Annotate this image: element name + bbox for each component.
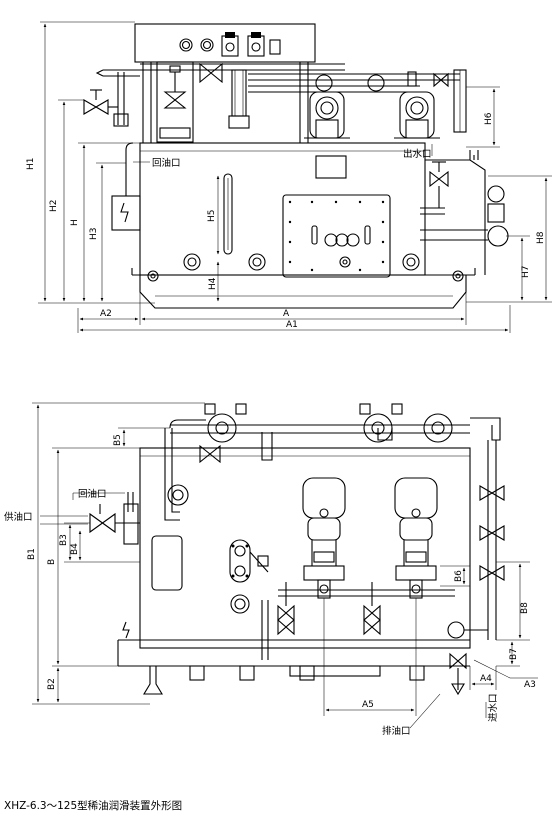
dim-H5: H5: [207, 210, 217, 223]
front-filter: [156, 61, 250, 143]
dim-B2: B2: [47, 678, 57, 690]
dim-B8: B8: [520, 602, 530, 614]
front-instrument-panel: [134, 23, 316, 143]
drawing-caption: XHZ-6.3～125型稀油润滑装置外形图: [4, 800, 183, 812]
dim-H6: H6: [484, 112, 494, 125]
dim-A5: A5: [362, 700, 374, 710]
dim-B5: B5: [113, 434, 123, 446]
dim-H3: H3: [89, 228, 99, 241]
top-cooler-column: [447, 440, 505, 696]
front-electric-box: [111, 142, 141, 231]
top-feet: [143, 665, 425, 695]
dim-B7: B7: [509, 648, 519, 660]
label-water-out: 出水口: [403, 148, 432, 160]
front-pump-motor-2: [394, 91, 440, 139]
dim-A3: A3: [524, 680, 536, 690]
dim-B: B: [47, 559, 57, 565]
dim-H: H: [70, 219, 80, 226]
label-supply-oil: 供油口: [4, 511, 33, 523]
top-instruments: [229, 539, 269, 614]
top-pump-motor-2: [394, 477, 438, 599]
front-oil-tank: [139, 142, 464, 282]
front-callouts: 回油口 出水口: [133, 144, 433, 169]
top-outlet-valves: [261, 582, 455, 660]
top-dimensions: B1 B B2 B3 B4 B5 B6: [27, 402, 538, 716]
front-pump-motor-1: [304, 91, 350, 139]
dim-H7: H7: [521, 266, 531, 279]
front-base-frame: [131, 268, 476, 309]
label-return-oil-front: 回油口: [152, 157, 181, 169]
dim-B6: B6: [454, 570, 464, 582]
dim-A: A: [283, 309, 290, 319]
front-view: 回油口 出水口 H1 H2 H H3 H4: [26, 21, 552, 333]
dim-H8: H8: [536, 231, 546, 244]
dim-H2: H2: [49, 200, 59, 213]
top-pump-motor-1: [302, 477, 346, 599]
label-return-oil-top: 回油口: [78, 488, 107, 500]
dim-B1: B1: [27, 548, 37, 560]
label-drain-oil: 排油口: [382, 725, 411, 737]
dim-B3: B3: [59, 534, 69, 546]
dim-B4: B4: [70, 543, 80, 555]
dim-A1: A1: [286, 320, 298, 330]
dim-H4: H4: [208, 277, 218, 290]
top-view: 供油口 回油口 排油口 进水口 B1 B B2: [4, 402, 538, 737]
dim-A2: A2: [100, 309, 112, 319]
top-supply-valve: [89, 484, 189, 545]
top-callouts: 供油口 回油口 排油口 进水口: [4, 488, 499, 737]
front-top-piping: [140, 62, 467, 133]
front-cooler-piping: [420, 150, 509, 275]
dim-H1: H1: [26, 158, 36, 171]
label-water-in: 进水口: [487, 693, 499, 722]
front-dimensions: H1 H2 H H3 H4 H5 H6: [26, 21, 552, 333]
dim-A4: A4: [480, 674, 492, 684]
front-supply-valve: [83, 69, 140, 127]
top-header-pipes: [164, 403, 501, 521]
